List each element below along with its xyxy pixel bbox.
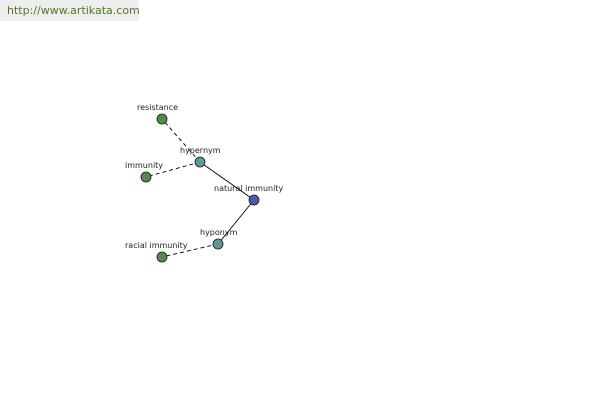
edges-layer [145,118,255,258]
node-label-hyponym[interactable]: hyponym [200,228,238,237]
site-url-link[interactable]: http://www.artikata.com [7,4,140,17]
node-resistance[interactable] [156,113,168,125]
node-label-racial-immunity[interactable]: racial immunity [125,241,188,250]
nodes-layer [140,113,260,263]
node-hyponym[interactable] [212,238,224,250]
url-banner: http://www.artikata.com [0,0,140,21]
node-label-hypernym[interactable]: hypernym [180,146,221,155]
node-racial-immunity[interactable] [156,251,168,263]
node-label-natural-immunity[interactable]: natural immunity [214,184,283,193]
node-hypernym[interactable] [194,156,206,168]
edge-hypernym-immunity [145,161,201,178]
node-label-resistance[interactable]: resistance [137,103,178,112]
node-natural-immunity[interactable] [248,194,260,206]
edge-natural-immunity-hyponym [217,199,255,245]
edge-hyponym-racial-immunity [161,243,219,258]
edge-hypernym-resistance [161,118,201,163]
node-label-immunity[interactable]: immunity [125,161,163,170]
edge-natural-immunity-hypernym [199,161,255,201]
labels-layer: natural immunity hypernym hyponym resistanc… [125,103,283,250]
node-immunity[interactable] [140,171,152,183]
